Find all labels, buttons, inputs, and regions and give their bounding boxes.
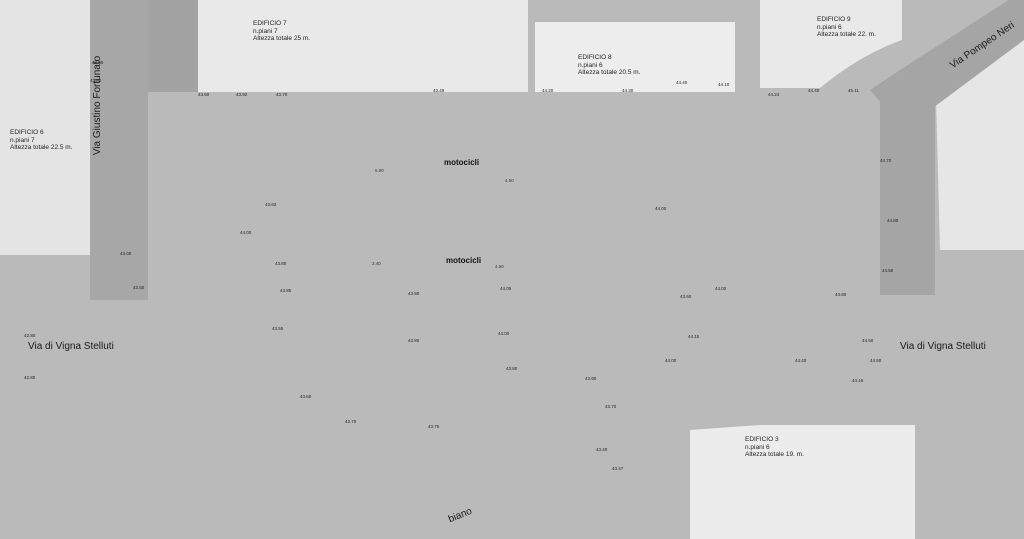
svg-text:44.30: 44.30 [622,88,634,93]
svg-text:44.50: 44.50 [870,358,882,363]
lot-edificio-6 [0,0,90,255]
svg-text:43.85: 43.85 [280,288,292,293]
svg-text:43.40: 43.40 [596,447,608,452]
svg-text:44.50: 44.50 [882,268,894,273]
svg-text:43.90: 43.90 [585,376,597,381]
svg-text:44.00: 44.00 [655,206,667,211]
motocicli-label-bottom: motocicli [446,256,482,265]
svg-text:43.92: 43.92 [236,92,248,97]
parking-dimensions: 5.00 2.40 4.50 4.50 [372,168,514,269]
svg-text:43.60: 43.60 [680,294,692,299]
svg-text:44.00: 44.00 [240,230,252,235]
road-pompeo-neri [870,0,1024,125]
lot-edificio-8 [535,22,735,92]
svg-text:44.10: 44.10 [718,82,730,87]
svg-text:44.40: 44.40 [676,80,688,85]
svg-text:2.40: 2.40 [372,261,381,266]
lot-edificio-9 [760,0,902,88]
svg-text:44.80: 44.80 [887,218,899,223]
svg-text:44.24: 44.24 [768,92,780,97]
svg-text:42.80: 42.80 [24,375,36,380]
lot-edificio-3 [690,425,915,539]
svg-text:43.60: 43.60 [300,394,312,399]
svg-text:44.20: 44.20 [542,88,554,93]
lot-edificio-7 [198,0,528,92]
svg-text:43.90: 43.90 [92,60,104,65]
svg-text:43.83: 43.83 [265,202,277,207]
svg-text:43.80: 43.80 [408,338,420,343]
svg-text:43.70: 43.70 [276,92,288,97]
svg-text:44.70: 44.70 [880,158,892,163]
street-label-vigna-stelluti-right: Via di Vigna Stelluti [900,341,986,352]
svg-text:44.05: 44.05 [500,286,512,291]
street-label-vigna-stelluti-left: Via di Vigna Stelluti [28,341,114,352]
svg-text:43.55: 43.55 [272,326,284,331]
svg-text:43.80: 43.80 [275,261,287,266]
svg-text:44.80: 44.80 [835,292,847,297]
svg-text:43.00: 43.00 [120,251,132,256]
svg-text:45.11: 45.11 [848,88,859,93]
svg-text:4.50: 4.50 [505,178,514,183]
svg-text:44.00: 44.00 [498,331,510,336]
svg-text:42.80: 42.80 [24,333,36,338]
svg-text:43.49: 43.49 [433,88,445,93]
svg-text:44.00: 44.00 [715,286,727,291]
svg-text:43.70: 43.70 [345,419,357,424]
svg-text:43.60: 43.60 [198,92,210,97]
svg-text:43.80: 43.80 [506,366,518,371]
svg-text:44.15: 44.15 [688,334,700,339]
svg-text:43.90: 43.90 [408,291,420,296]
svg-text:43.47: 43.47 [612,466,624,471]
spot-elevations: 43.90 43.80 43.60 43.92 43.70 43.49 44.20 44.… [24,60,899,471]
street-label-giustino-fortunato: Via Giustino Fortunato [92,55,104,156]
motocicli-label-top: motocicli [444,158,480,167]
road-giustino-fortunato [90,0,148,300]
svg-text:44.40: 44.40 [808,88,820,93]
svg-text:44.40: 44.40 [795,358,807,363]
svg-text:43.50: 43.50 [133,285,145,290]
svg-text:44.50: 44.50 [862,338,874,343]
svg-text:44.00: 44.00 [665,358,677,363]
svg-text:43.70: 43.70 [605,404,617,409]
svg-text:5.00: 5.00 [375,168,384,173]
svg-text:44.15: 44.15 [852,378,864,383]
svg-text:43.75: 43.75 [428,424,440,429]
svg-text:4.50: 4.50 [495,264,504,269]
svg-text:43.80: 43.80 [90,78,102,83]
